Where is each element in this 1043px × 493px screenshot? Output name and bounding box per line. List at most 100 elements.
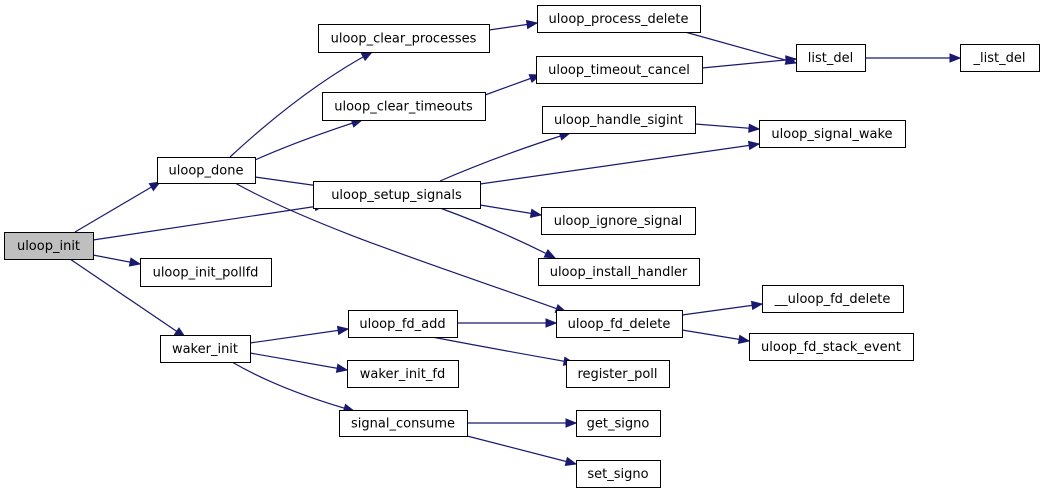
node-label: waker_init xyxy=(172,342,238,357)
node-label: uloop_clear_processes xyxy=(331,32,477,47)
node-box xyxy=(576,460,661,488)
node-uloop_fd_add[interactable]: uloop_fd_add xyxy=(348,310,458,338)
edge-line xyxy=(681,329,750,342)
edge-line xyxy=(249,328,349,344)
edge-uloop_init-to-uloop_setup_signals xyxy=(92,201,327,241)
node-uloop_done[interactable]: uloop_done xyxy=(157,157,256,184)
edge-line xyxy=(92,204,326,241)
node-__uloop_fd_delete[interactable]: __uloop_fd_delete xyxy=(762,285,904,313)
edge-uloop_setup_signals-to-uloop_signal_wake xyxy=(479,140,761,185)
edge-line xyxy=(69,258,186,338)
node-_list_del[interactable]: _list_del xyxy=(960,44,1040,72)
edge-uloop_clear_processes-to-uloop_process_delete xyxy=(488,19,539,31)
node-box xyxy=(960,44,1040,72)
node-list_del[interactable]: list_del xyxy=(796,44,866,72)
arrowhead-icon xyxy=(747,140,761,151)
edge-line xyxy=(431,336,575,364)
node-uloop_clear_timeouts[interactable]: uloop_clear_timeouts xyxy=(322,92,486,121)
node-box xyxy=(313,181,481,209)
edge-line xyxy=(684,31,797,64)
node-label: uloop_handle_sigint xyxy=(554,113,683,128)
arrowhead-icon xyxy=(335,363,349,373)
node-uloop_clear_processes[interactable]: uloop_clear_processes xyxy=(318,24,490,53)
edge-line xyxy=(466,435,577,465)
edge-line xyxy=(234,182,567,313)
node-uloop_init[interactable]: uloop_init xyxy=(4,232,94,260)
node-label: list_del xyxy=(808,51,853,66)
arrowhead-icon xyxy=(750,300,764,311)
nodes-layer: uloop_init uloop_done uloop_init_pollfdwak… xyxy=(4,5,1040,488)
edge-waker_init-to-uloop_fd_add xyxy=(249,325,350,344)
node-label: uloop_clear_timeouts xyxy=(334,100,473,115)
edge-uloop_fd_add-to-uloop_fd_delete xyxy=(457,318,558,328)
node-register_poll[interactable]: register_poll xyxy=(566,360,670,388)
node-box xyxy=(536,56,703,84)
node-label: uloop_install_handler xyxy=(550,265,688,280)
arrowhead-icon xyxy=(545,318,558,328)
node-box xyxy=(4,232,94,260)
node-uloop_ignore_signal[interactable]: uloop_ignore_signal xyxy=(541,207,696,235)
node-box xyxy=(556,310,683,338)
node-box xyxy=(160,335,251,363)
node-box xyxy=(322,92,486,121)
edge-line xyxy=(231,361,355,412)
edge-signal_consume-to-get_signo xyxy=(467,418,578,428)
node-label: uloop_init_pollfd xyxy=(153,266,259,281)
arrowhead-icon xyxy=(564,456,578,466)
arrowhead-icon xyxy=(785,55,798,65)
node-label: uloop_fd_delete xyxy=(568,317,671,332)
edge-uloop_fd_delete-to-__uloop_fd_delete xyxy=(681,300,764,316)
node-label: signal_consume xyxy=(351,417,455,432)
node-uloop_init_pollfd[interactable]: uloop_init_pollfd xyxy=(140,258,272,287)
node-get_signo[interactable]: get_signo xyxy=(576,410,661,437)
edge-line xyxy=(439,207,556,259)
node-box xyxy=(576,410,661,437)
edge-waker_init-to-waker_init_fd xyxy=(249,352,349,373)
node-label: _list_del xyxy=(973,51,1026,66)
node-uloop_setup_signals[interactable]: uloop_setup_signals xyxy=(313,181,481,209)
node-box xyxy=(566,360,670,388)
arrowhead-icon xyxy=(525,19,539,30)
node-label: uloop_signal_wake xyxy=(771,127,892,142)
arrowhead-icon xyxy=(737,334,751,344)
node-box xyxy=(762,285,904,313)
arrowhead-icon xyxy=(360,51,374,62)
node-uloop_handle_sigint[interactable]: uloop_handle_sigint xyxy=(542,106,696,134)
node-box xyxy=(318,24,490,53)
node-waker_init_fd[interactable]: waker_init_fd xyxy=(347,360,459,388)
node-label: waker_init_fd xyxy=(360,367,445,382)
edge-line xyxy=(74,181,161,233)
node-uloop_fd_delete[interactable]: uloop_fd_delete xyxy=(556,310,683,338)
edge-uloop_clear_timeouts-to-uloop_timeout_cancel xyxy=(484,74,542,96)
node-box xyxy=(157,157,256,184)
node-waker_init[interactable]: waker_init xyxy=(160,335,251,363)
node-label: uloop_fd_stack_event xyxy=(761,340,901,355)
edges-layer xyxy=(69,19,962,466)
node-uloop_timeout_cancel[interactable]: uloop_timeout_cancel xyxy=(536,56,703,84)
node-label: uloop_done xyxy=(169,164,244,179)
edge-line xyxy=(439,132,571,182)
edge-uloop_fd_delete-to-uloop_fd_stack_event xyxy=(681,329,751,344)
node-box xyxy=(347,360,459,388)
node-box xyxy=(796,44,866,72)
edge-line xyxy=(694,123,760,130)
node-signal_consume[interactable]: signal_consume xyxy=(339,410,468,437)
node-box xyxy=(348,310,458,338)
node-box xyxy=(749,333,914,361)
arrowhead-icon xyxy=(529,208,543,218)
node-label: uloop_init xyxy=(17,239,80,254)
node-uloop_fd_stack_event[interactable]: uloop_fd_stack_event xyxy=(749,333,914,361)
node-uloop_install_handler[interactable]: uloop_install_handler xyxy=(538,258,700,286)
node-uloop_signal_wake[interactable]: uloop_signal_wake xyxy=(759,120,906,148)
arrowhead-icon xyxy=(748,123,761,133)
node-label: uloop_timeout_cancel xyxy=(548,63,690,78)
node-label: set_signo xyxy=(587,467,648,482)
arrowhead-icon xyxy=(565,418,578,428)
node-set_signo[interactable]: set_signo xyxy=(576,460,661,488)
node-uloop_process_delete[interactable]: uloop_process_delete xyxy=(537,5,701,33)
arrowhead-icon xyxy=(128,257,142,267)
node-label: uloop_ignore_signal xyxy=(554,214,683,229)
node-label: register_poll xyxy=(577,367,657,382)
edge-uloop_setup_signals-to-uloop_ignore_signal xyxy=(479,204,543,218)
edge-uloop_done-to-uloop_clear_timeouts xyxy=(254,118,364,161)
